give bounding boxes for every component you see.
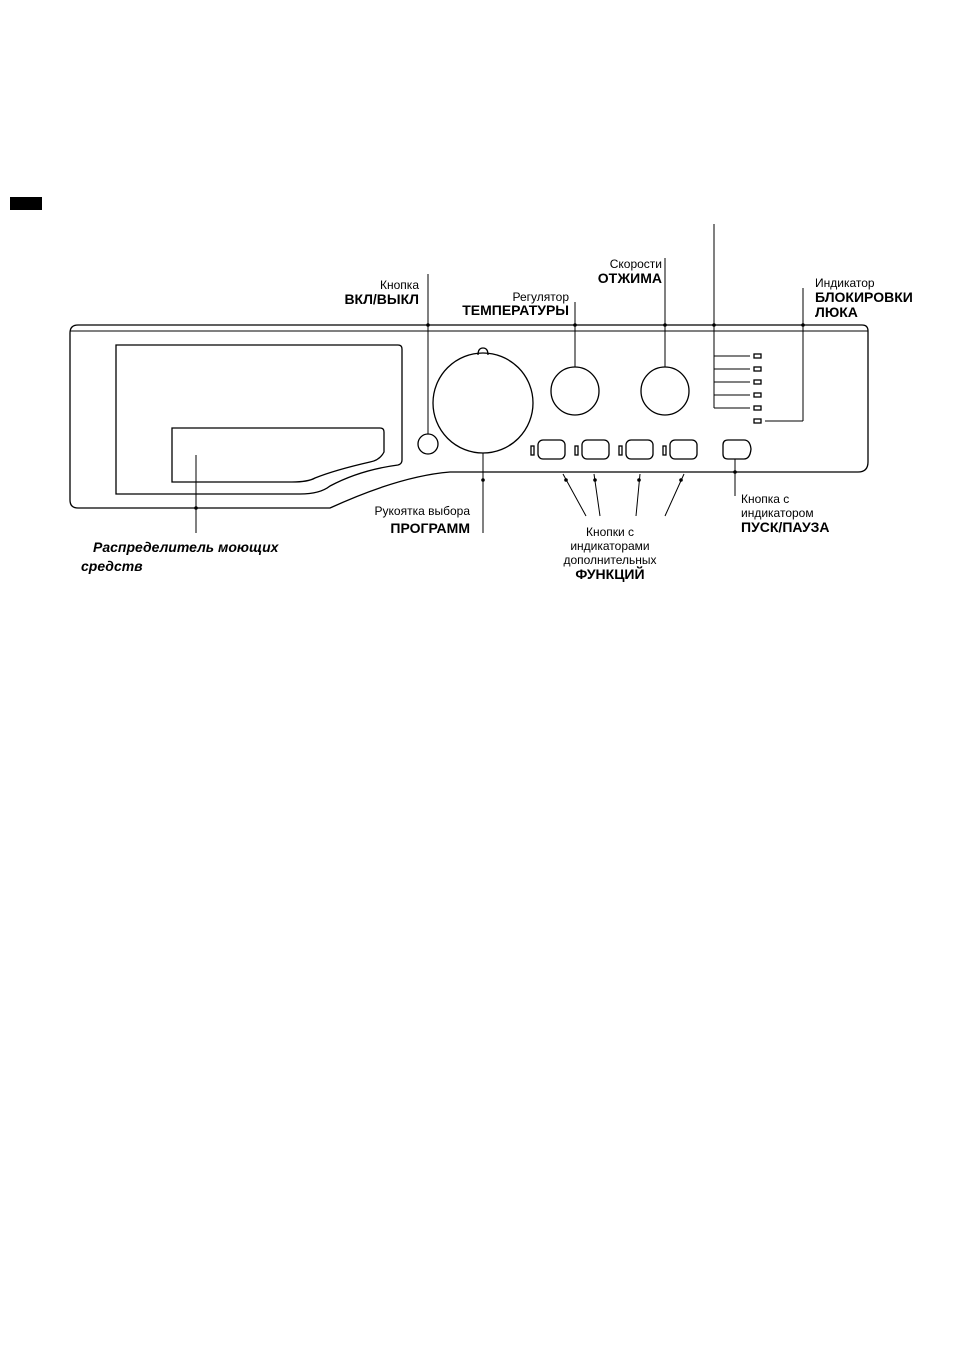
function-button-1 bbox=[538, 440, 565, 459]
door-lock-caption-small: Индикатор bbox=[815, 277, 875, 289]
leader-lines bbox=[196, 224, 803, 533]
detergent-caption-2: средств bbox=[81, 559, 143, 573]
function-button-3 bbox=[626, 440, 653, 459]
power-button bbox=[418, 434, 438, 454]
program-knob bbox=[433, 353, 533, 453]
detergent-drawer-handle bbox=[172, 428, 384, 482]
function-buttons-caption-small-1: Кнопки с bbox=[560, 526, 660, 538]
power-button-caption-small: Кнопка bbox=[380, 279, 419, 291]
function-indicator-1 bbox=[531, 446, 534, 455]
start-pause-caption: ПУСК/ПАУЗА bbox=[741, 520, 830, 534]
start-pause-caption-small-2: индикатором bbox=[741, 507, 814, 519]
indicator-lamps bbox=[754, 354, 761, 423]
function-indicator-4 bbox=[663, 446, 666, 455]
program-knob-notch bbox=[478, 348, 488, 355]
function-indicator-3 bbox=[619, 446, 622, 455]
power-button-caption: ВКЛ/ВЫКЛ bbox=[344, 292, 419, 306]
start-pause-caption-small-1: Кнопка с bbox=[741, 493, 789, 505]
program-knob-caption-small: Рукоятка выбора bbox=[375, 505, 470, 517]
function-indicator-2 bbox=[575, 446, 578, 455]
detergent-drawer bbox=[116, 345, 402, 494]
function-buttons-caption: ФУНКЦИЙ bbox=[560, 567, 660, 581]
function-button-4 bbox=[670, 440, 697, 459]
spin-caption: ОТЖИМА bbox=[598, 271, 662, 285]
door-lock-caption: БЛОКИРОВКИ bbox=[815, 290, 913, 304]
function-buttons-caption-small-2: индикаторами bbox=[560, 540, 660, 552]
panel-outline bbox=[70, 325, 868, 508]
detergent-caption: Распределитель моющих bbox=[93, 540, 278, 554]
function-buttons bbox=[531, 440, 697, 459]
program-knob-caption: ПРОГРАММ bbox=[390, 521, 470, 535]
door-lock-caption-2: ЛЮКА bbox=[815, 305, 858, 319]
function-button-2 bbox=[582, 440, 609, 459]
spin-caption-small: Скорости bbox=[610, 258, 662, 270]
start-pause-button bbox=[723, 440, 751, 459]
function-buttons-caption-small-3: дополнительных bbox=[560, 554, 660, 566]
spin-knob bbox=[641, 367, 689, 415]
temperature-knob bbox=[551, 367, 599, 415]
temperature-caption: ТЕМПЕРАТУРЫ bbox=[462, 303, 569, 317]
